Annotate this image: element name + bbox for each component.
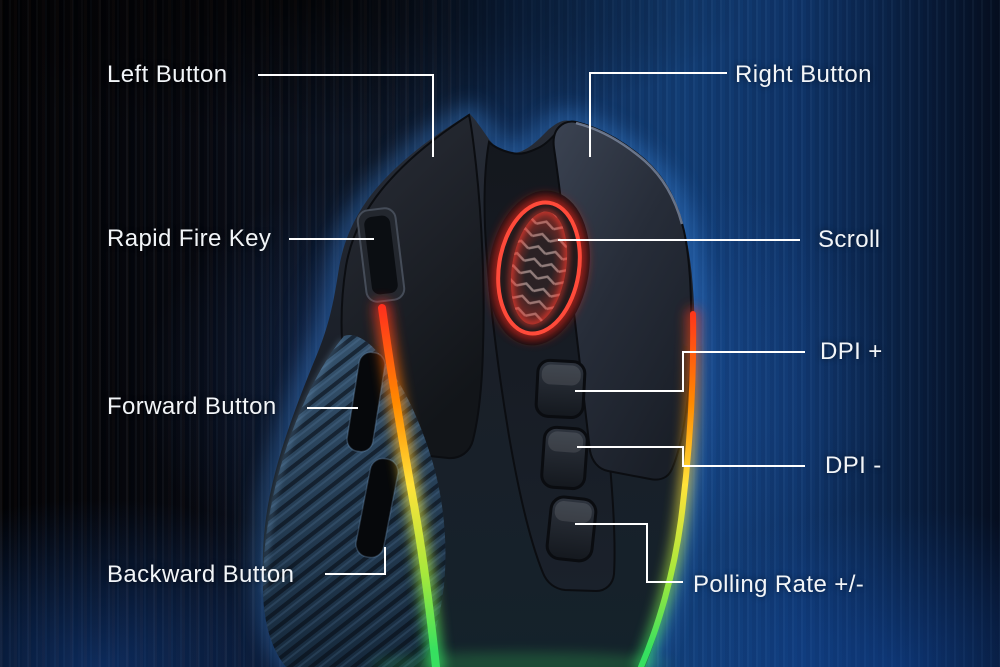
callout-line-dpi-minus [577,446,805,467]
label-rapid-fire-key: Rapid Fire Key [107,225,272,252]
scroll-wheel-tint [510,211,568,325]
label-right-button: Right Button [735,61,872,88]
callout-line-right-button [589,72,727,157]
label-polling-rate: Polling Rate +/- [693,571,865,598]
forward-button [346,351,386,453]
polling-rate-button [545,495,598,563]
dpi-minus-button [540,425,589,491]
label-backward-button: Backward Button [107,561,295,588]
bottom-green-glow [370,652,670,667]
label-forward-button: Forward Button [107,393,277,420]
rapid-fire-key [356,207,406,303]
label-dpi-plus: DPI + [820,338,883,365]
callout-line-dpi-plus [575,351,805,392]
backward-button [355,457,399,559]
left-rgb-strip [378,304,440,667]
right-plate-edge-highlight [575,121,684,225]
thumb-grip-edge-light [263,339,344,593]
label-scroll: Scroll [818,226,881,253]
label-dpi-minus: DPI - [825,452,882,479]
rgb-light-strips [370,300,700,667]
callout-line-polling-rate [575,523,683,583]
callout-line-backward-button [325,547,386,575]
callout-line-left-button [258,74,434,157]
scroll-wheel [488,190,590,346]
scroll-wheel-inner-rim [509,210,569,326]
right-rgb-strip [638,311,697,667]
label-left-button: Left Button [107,61,228,88]
